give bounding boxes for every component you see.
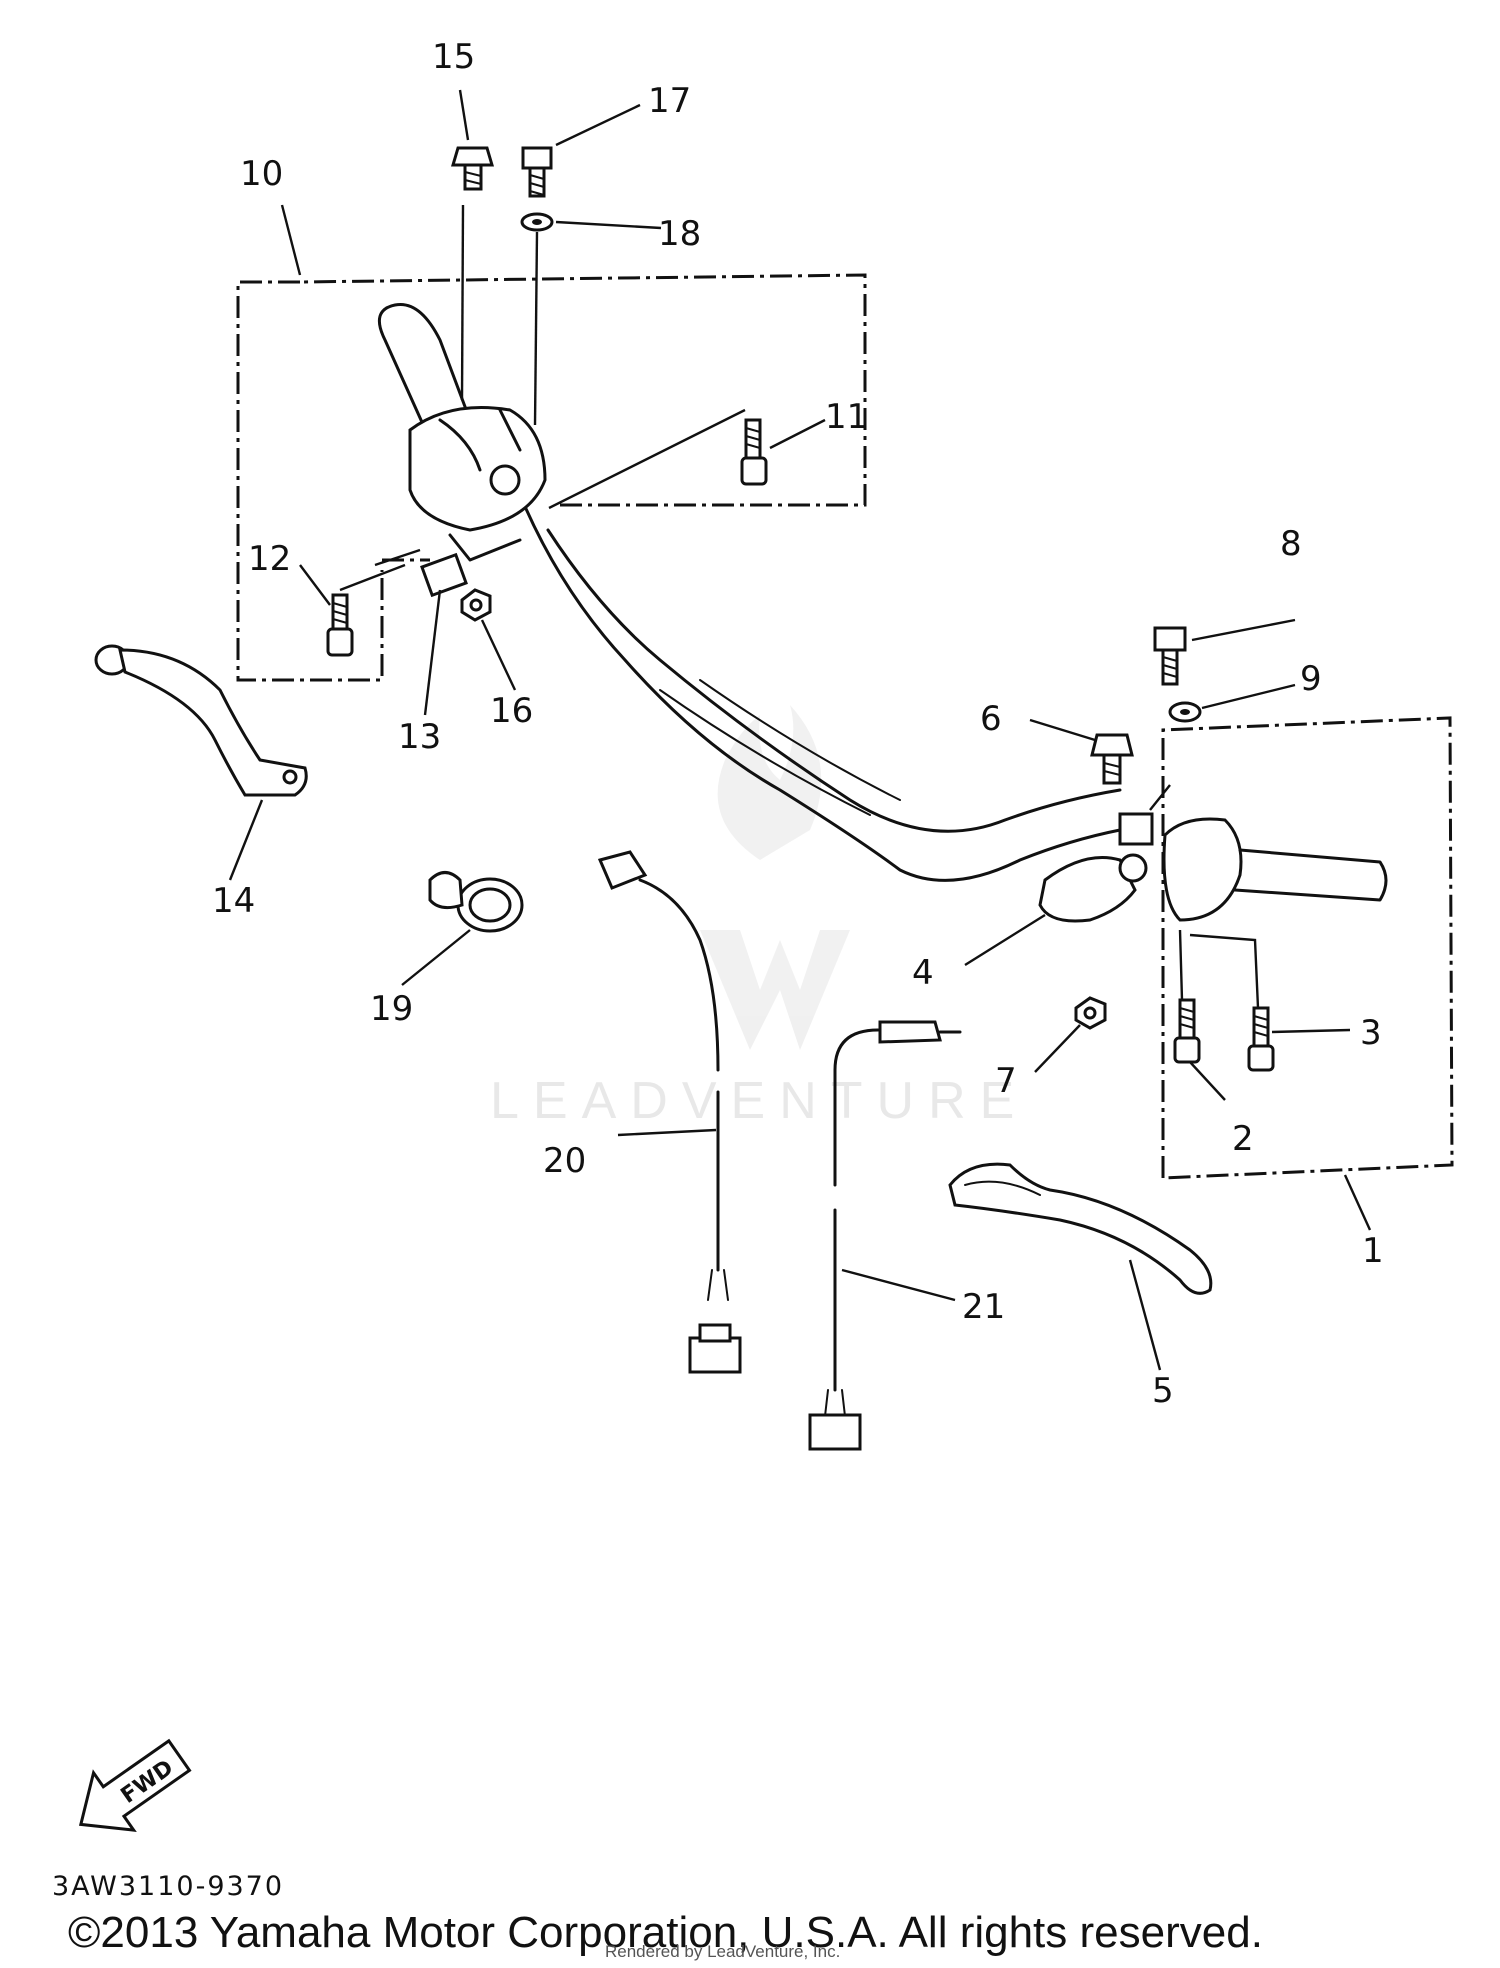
callout-9: 9: [1300, 659, 1322, 699]
callout-21: 21: [962, 1287, 1005, 1327]
callout-19: 19: [370, 989, 413, 1029]
callout-2: 2: [1232, 1119, 1254, 1159]
nut-7: [1074, 996, 1107, 1030]
callout-18: 18: [658, 214, 701, 254]
leadventure-watermark: LEADVENTURE: [490, 705, 1028, 1130]
clamp-19: [428, 871, 524, 933]
callout-12: 12: [248, 539, 291, 579]
callout-7: 7: [995, 1061, 1017, 1101]
callout-14: 14: [212, 881, 255, 921]
callout-16: 16: [490, 691, 533, 731]
callout-3: 3: [1360, 1013, 1382, 1053]
left-switch-assembly: [377, 302, 547, 598]
callout-15: 15: [432, 37, 475, 77]
handlebar: [518, 493, 1122, 882]
washer-9: [1168, 701, 1202, 723]
bolt-11: [740, 418, 768, 486]
copyright-notice: ©2013 Yamaha Motor Corporation, U.S.A. A…: [68, 1908, 1263, 1957]
diagram-code: 3AW3110-9370: [52, 1871, 284, 1902]
screw-2: [1173, 998, 1201, 1064]
callout-20: 20: [543, 1141, 586, 1181]
callout-8: 8: [1280, 524, 1302, 564]
group-box-1: [1161, 716, 1454, 1180]
right-lever: [948, 1162, 1213, 1295]
nut-16: [460, 588, 492, 622]
callout-17: 17: [648, 81, 691, 121]
watermark-text: LEADVENTURE: [490, 1072, 1028, 1130]
bolt-8: [1153, 626, 1187, 686]
fwd-direction-arrow: FWD: [78, 1738, 192, 1832]
callout-11: 11: [825, 397, 868, 437]
callout-1: 1: [1362, 1231, 1384, 1271]
bolt-15: [450, 146, 495, 191]
bolt-17: [521, 146, 553, 198]
leader-lines: [228, 89, 1372, 1371]
render-credit: Rendered by LeadVenture, Inc.: [605, 1942, 840, 1961]
bolt-6: [1090, 733, 1134, 785]
callout-6: 6: [980, 699, 1002, 739]
callout-labels: 1 2 3 4 5 6 7 8 9 10 11 12 13 14 15 16 1…: [212, 37, 1384, 1411]
callout-5: 5: [1152, 1371, 1174, 1411]
bolt-12: [326, 593, 354, 657]
callout-4: 4: [912, 953, 934, 993]
screw-3: [1247, 1006, 1275, 1072]
washer-18: [520, 212, 554, 232]
callout-13: 13: [398, 717, 441, 757]
switch-wire-21: [808, 1020, 962, 1451]
callout-10: 10: [240, 154, 283, 194]
left-lever: [94, 644, 308, 797]
switch-wire-20: [597, 850, 742, 1374]
right-switch-assembly: [1038, 812, 1388, 923]
